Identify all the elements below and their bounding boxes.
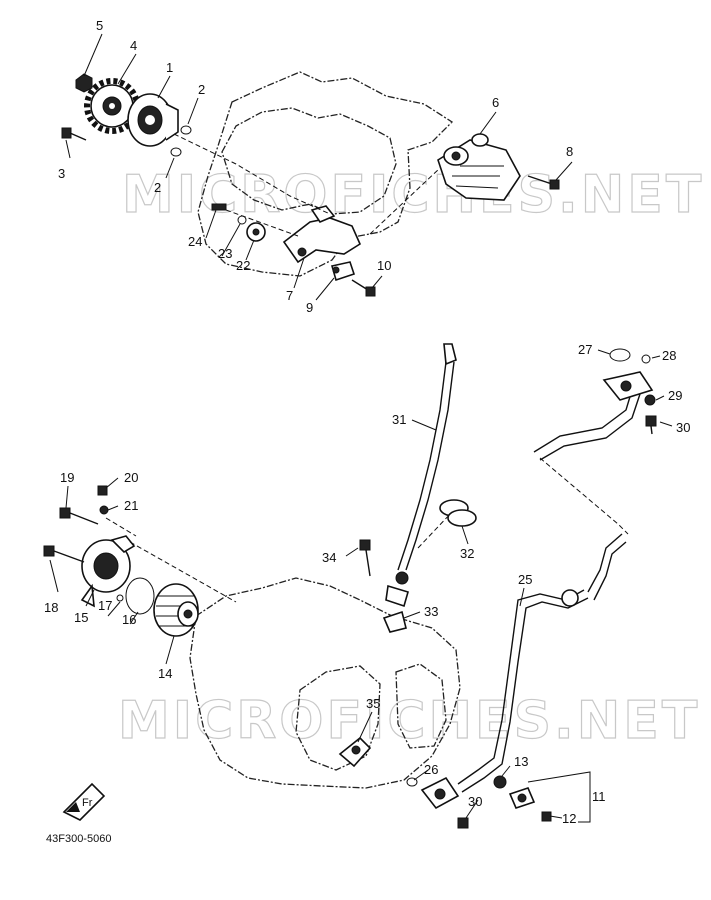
assembly-line-bolts <box>105 517 137 537</box>
callout-13: 13 <box>514 754 528 769</box>
oil-delivery-pipe-lower <box>457 533 627 793</box>
callout-35: 35 <box>366 696 380 711</box>
callout-9: 9 <box>306 300 313 315</box>
callout-30-upper: 30 <box>676 420 690 435</box>
callout-30-lower: 30 <box>468 794 482 809</box>
union-bolt <box>359 539 371 577</box>
assembly-line-pipe <box>539 457 629 535</box>
leader-lines-top <box>65 33 573 301</box>
callout-1: 1 <box>166 60 173 75</box>
drain-washer <box>99 505 109 515</box>
pipe-bolt-upper <box>645 415 657 435</box>
callout-23: 23 <box>218 246 232 261</box>
callout-11: 11 <box>592 789 606 804</box>
gear-washer-hole <box>252 228 260 236</box>
cover-bolt <box>351 279 376 297</box>
oil-strainer <box>437 133 521 201</box>
relief-valve-bracket <box>282 205 362 282</box>
callout-34: 34 <box>322 550 336 565</box>
o-ring-lower <box>170 147 182 157</box>
callout-14: 14 <box>158 666 172 681</box>
small-washer <box>641 354 651 364</box>
oil-pipe-upper-section <box>533 371 654 461</box>
pipe-union-lower <box>406 776 460 810</box>
callout-15: 15 <box>74 610 88 625</box>
copper-washers <box>439 499 477 527</box>
callout-24: 24 <box>188 234 202 249</box>
oil-pump-assembly <box>127 93 179 147</box>
callout-7: 7 <box>286 288 293 303</box>
assembly-line-filter <box>129 541 237 603</box>
filter-cover-bolt-upper <box>59 507 99 525</box>
filter-cover-bolt-long <box>43 545 85 563</box>
strainer-bolt <box>527 175 560 190</box>
callout-2-lower: 2 <box>154 180 161 195</box>
oil-filter-element <box>153 583 199 637</box>
callout-6: 6 <box>492 95 499 110</box>
oil-pipe-fitting <box>338 736 372 768</box>
callout-33: 33 <box>424 604 438 619</box>
pipe-bolt-lower <box>457 817 469 829</box>
assembly-line-dowel <box>225 209 299 237</box>
small-o-ring-filter <box>116 594 124 602</box>
union-bolt-small <box>541 811 552 822</box>
sprocket-nut <box>75 73 93 93</box>
drain-screw <box>97 485 108 496</box>
callout-16: 16 <box>122 612 136 627</box>
callout-2-upper: 2 <box>198 82 205 97</box>
callout-12: 12 <box>562 811 576 826</box>
diagram-code: 43F300-5060 <box>46 833 111 845</box>
callout-25: 25 <box>518 572 532 587</box>
callout-32: 32 <box>460 546 474 561</box>
callout-22: 22 <box>236 258 250 273</box>
callout-19: 19 <box>60 470 74 485</box>
callout-labels: 1 2 2 3 4 5 6 7 8 9 10 11 12 13 14 15 16… <box>44 18 690 826</box>
assembly-line-strainer <box>369 167 441 235</box>
callout-17: 17 <box>98 598 112 613</box>
dowel-pin <box>211 203 227 211</box>
callout-31: 31 <box>392 412 406 427</box>
oil-filter-cover <box>80 535 136 608</box>
callout-27: 27 <box>578 342 592 357</box>
oil-delivery-pipe-upper <box>385 343 457 608</box>
union-bolt-assy <box>508 787 536 809</box>
filter-cover-o-ring <box>125 577 155 615</box>
callout-10: 10 <box>377 258 391 273</box>
callout-20: 20 <box>124 470 138 485</box>
pump-bolt <box>61 127 87 141</box>
front-direction-badge: Fr <box>62 782 106 821</box>
callout-21: 21 <box>124 498 138 513</box>
fr-label: Fr <box>82 797 93 809</box>
lower-crankcase-outline <box>189 577 461 789</box>
callout-4: 4 <box>130 38 137 53</box>
union-washer <box>493 775 507 789</box>
callout-18: 18 <box>44 600 58 615</box>
callout-5: 5 <box>96 18 103 33</box>
upper-crankcase-outline <box>197 71 454 277</box>
watermark-bottom: MICROFICHES.NET <box>118 691 700 751</box>
assembly-line-pump <box>173 133 331 215</box>
leader-lines-bottom <box>49 349 673 823</box>
pipe-nut <box>644 394 656 406</box>
pipe-o-ring <box>609 348 631 362</box>
callout-3: 3 <box>58 166 65 181</box>
pipe-fitting-lower <box>382 610 407 633</box>
callout-29: 29 <box>668 388 682 403</box>
o-ring-upper <box>180 125 192 135</box>
callout-26: 26 <box>424 762 438 777</box>
assembly-line-washers <box>417 511 453 549</box>
callout-8: 8 <box>566 144 573 159</box>
callout-28: 28 <box>662 348 676 363</box>
